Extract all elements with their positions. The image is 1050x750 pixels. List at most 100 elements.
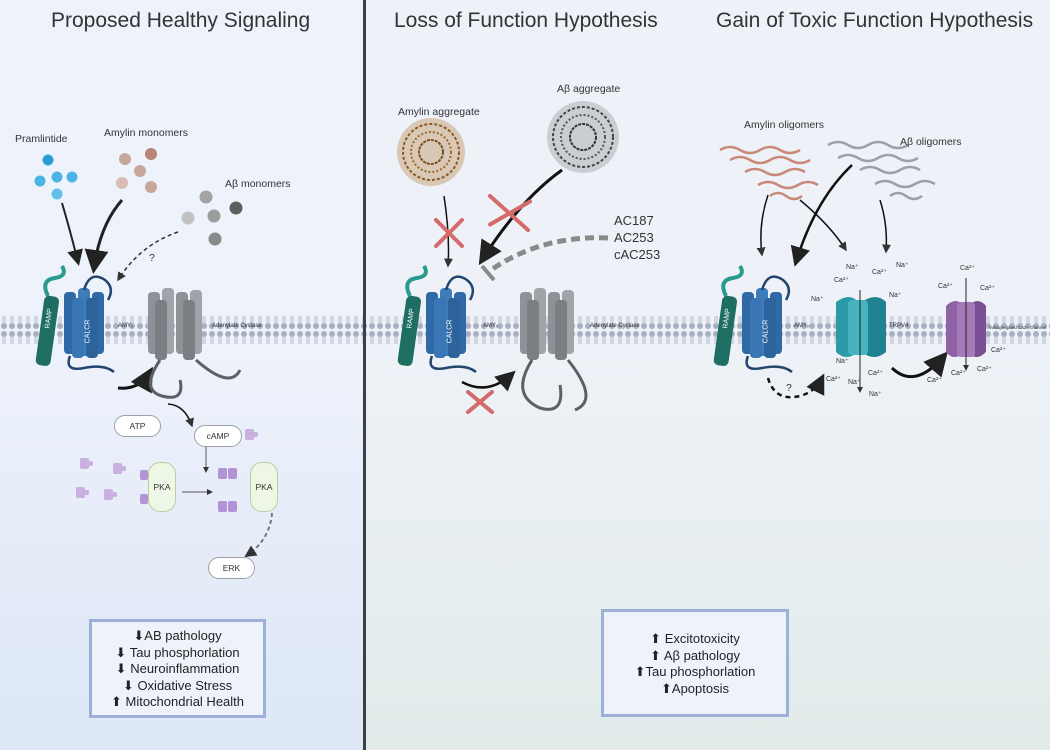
label-calcr-left: CALCR [84, 319, 92, 344]
ramp-protein-right [713, 264, 744, 366]
label-cyclase-mid: Adenylate Cyclase [590, 323, 640, 329]
label-vgcc: Voltage-gated Ca2+ channel [989, 325, 1046, 330]
gain-outcome-4: ⬆Apoptosis [661, 680, 729, 696]
label-amy-right: AMYₓ [794, 323, 809, 329]
ion-ca-3: Ca²⁺ [826, 376, 841, 383]
ion-ca-2: Ca²⁺ [872, 269, 887, 276]
label-amylin-oligomers: Amylin oligomers [744, 119, 824, 131]
label-amylin-aggregate: Amylin aggregate [398, 106, 480, 118]
label-cyclase-left: Adenylate Cyclase [212, 323, 262, 329]
question-mark-left: ? [149, 252, 155, 264]
erk-pill: ERK [208, 557, 255, 579]
gain-outcome-2: ⬆ Aβ pathology [650, 647, 740, 663]
abeta-monomer-particles [181, 190, 243, 246]
ion-na-6: Na⁺ [848, 379, 861, 386]
trpv4-to-vgcc-arrow [890, 351, 948, 378]
block-cross-abeta [488, 194, 532, 232]
label-calcr-mid: CALCR [446, 319, 454, 344]
pka-to-erk-arrow [244, 512, 273, 558]
amylin-aggregate-graphic [397, 118, 465, 186]
label-abeta-aggregate: Aβ aggregate [557, 83, 621, 95]
calcr-protein-right [742, 275, 793, 374]
antagonist-inhibit-bar [480, 264, 496, 282]
outcome-1: ⬇AB pathology [133, 628, 222, 643]
pka-active: PKA [250, 462, 278, 512]
title-loss: Loss of Function Hypothesis [394, 9, 658, 32]
drug-cac253: cAC253 [614, 247, 661, 262]
ion-na-3: Na⁺ [811, 296, 824, 303]
label-abeta-monomers: Aβ monomers [225, 178, 291, 190]
calcr-protein-mid [426, 275, 477, 374]
panel-divider [363, 0, 366, 750]
outcome-2: ⬇ Tau phosphorlation [115, 644, 240, 660]
atp-to-camp-arrow [167, 403, 194, 428]
pramlintide-arrow [61, 202, 83, 266]
block-cross-activation [466, 390, 494, 414]
abeta-oligomer-strands [827, 140, 936, 201]
title-healthy: Proposed Healthy Signaling [51, 9, 311, 32]
question-mark-right: ? [786, 382, 792, 394]
activation-arrow-mid [461, 370, 516, 392]
amylin-oligomer-arrow-1 [756, 194, 769, 257]
abeta-aggregate-arrow [478, 168, 563, 266]
ramp-protein-left [35, 264, 66, 366]
outcome-3: ⬇ Neuroinflammation [115, 661, 240, 676]
amylin-arrow [84, 199, 124, 274]
ion-ca-4: Ca²⁺ [868, 370, 883, 377]
outcome-4: ⬇ Oxidative Stress [122, 677, 233, 693]
abeta-aggregate-graphic [547, 101, 619, 173]
activation-arrow-left [117, 366, 153, 394]
adenylate-cyclase-left [148, 288, 242, 399]
abeta-oligomer-arrow-1 [790, 164, 853, 267]
ion-na-7: Na⁺ [869, 391, 882, 398]
calcr-protein-left [64, 275, 115, 374]
healthy-outcomes-box: ⬇AB pathology ⬇ Tau phosphorlation ⬇ Neu… [89, 619, 266, 718]
camp-ligands [76, 429, 258, 512]
drug-ac253: AC253 [614, 230, 654, 245]
outcome-5: ⬆ Mitochondrial Health [110, 694, 245, 709]
atp-pill: ATP [114, 415, 161, 437]
abeta-oligomer-arrow-2 [879, 199, 892, 254]
label-calcr-right: CALCR [762, 319, 770, 344]
pka-inactive: PKA [148, 462, 176, 512]
membrane-right [366, 314, 1050, 344]
ion-ca-10: Ca²⁺ [951, 370, 966, 377]
drug-ac187: AC187 [614, 213, 654, 228]
ion-ca-8: Ca²⁺ [991, 347, 1006, 354]
camp-pill: cAMP [194, 425, 242, 447]
block-cross-amylin [434, 218, 464, 248]
pramlintide-particles [34, 154, 78, 200]
amylin-oligomer-arrow-2 [799, 199, 847, 252]
label-trpv4: TRPV4 [889, 323, 909, 329]
amylin-monomer-particles [116, 148, 157, 193]
adenylate-cyclase-mid [520, 288, 588, 412]
trpv4-channel [836, 290, 886, 393]
ion-na-1: Na⁺ [846, 264, 859, 271]
amylin-oligomer-strands [719, 145, 819, 201]
antagonist-inhibit-line [486, 235, 609, 275]
ion-ca-7: Ca²⁺ [980, 285, 995, 292]
ion-ca-6: Ca²⁺ [938, 283, 953, 290]
gain-outcome-3: ⬆Tau phosphorlation [634, 664, 756, 679]
label-abeta-oligomers: Aβ oligomers [900, 136, 962, 148]
label-pramlintide: Pramlintide [15, 133, 68, 145]
vgcc-channel [946, 278, 986, 371]
abeta-dashed-arrow [117, 231, 179, 282]
ion-ca-9: Ca²⁺ [927, 377, 942, 384]
ion-na-2: Na⁺ [896, 262, 909, 269]
label-amylin-monomers: Amylin monomers [104, 127, 189, 139]
ion-ca-1: Ca²⁺ [834, 277, 849, 284]
gain-outcomes-box: ⬆ Excitotoxicity ⬆ Aβ pathology ⬆Tau pho… [601, 609, 789, 717]
trpv4-dashed-arrow [766, 373, 825, 399]
antagonist-list: AC187 AC253 cAC253 [614, 212, 660, 263]
ion-ca-5: Ca²⁺ [960, 265, 975, 272]
title-gain: Gain of Toxic Function Hypothesis [716, 9, 1034, 32]
ion-na-5: Na⁺ [836, 358, 849, 365]
gain-outcome-1: ⬆ Excitotoxicity [650, 631, 740, 646]
ramp-protein-mid [397, 264, 428, 366]
ion-na-4: Na⁺ [889, 292, 902, 299]
ion-ca-11: Ca²⁺ [977, 366, 992, 373]
label-amy-left: AMYₓ [118, 323, 133, 329]
label-amy-mid: AMYₓ [483, 323, 498, 329]
